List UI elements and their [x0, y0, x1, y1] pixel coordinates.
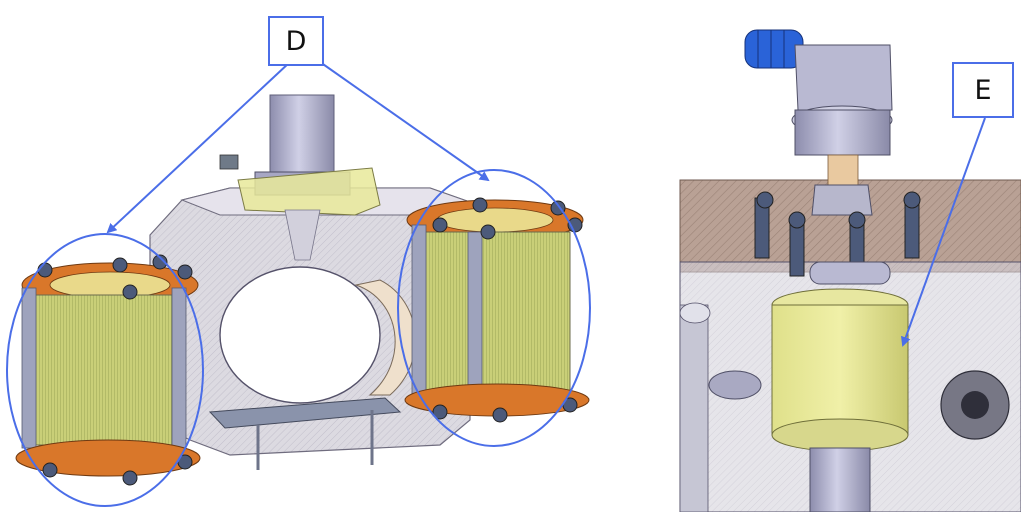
left-assembly — [6, 61, 591, 507]
arrow-e — [901, 117, 986, 347]
left-side-tube-end — [679, 302, 711, 324]
top-rod — [269, 94, 335, 176]
arrow-d-right — [319, 61, 490, 182]
right-coil-mid-shade — [467, 231, 483, 398]
plate-bolts — [754, 191, 921, 277]
left-coil-highlight-ellipse — [6, 233, 204, 507]
dark-fitting-center — [961, 391, 989, 419]
right-coil-top-face — [436, 207, 554, 233]
bore-inner-shade — [354, 279, 416, 396]
left-coil-winding — [34, 294, 181, 446]
right-coil-bolts — [432, 197, 583, 423]
right-coil-side-shade — [411, 224, 427, 406]
right-coil-winding — [424, 231, 571, 398]
right-coil-highlight-ellipse — [397, 169, 591, 447]
yellow-cylinder-body — [771, 304, 909, 436]
side-bolt — [219, 154, 239, 170]
right-hex-nut — [811, 184, 873, 216]
plunger-cone — [284, 209, 321, 261]
left-coil-side-shade — [21, 287, 37, 449]
left-coil-unit — [15, 254, 201, 486]
lower-rod — [809, 447, 871, 512]
clevis-block — [794, 44, 893, 111]
clevis-body — [794, 109, 891, 156]
left-coil-side-shade-2 — [171, 287, 187, 449]
left-coil-bottom-flange — [15, 439, 201, 477]
left-coil-bolts — [37, 254, 193, 486]
right-assembly — [679, 29, 1021, 512]
left-side-tube — [679, 304, 709, 512]
tan-stem — [827, 154, 859, 186]
central-bore — [219, 266, 381, 404]
cross-pin — [809, 261, 891, 285]
yellow-bracket — [237, 167, 381, 216]
arrow-d-left — [106, 61, 291, 234]
callout-d-label: D — [268, 16, 324, 66]
left-fitting — [708, 370, 762, 400]
right-coil-unit — [404, 197, 590, 423]
yellow-cylinder-bottom — [771, 418, 909, 452]
left-coil-top-face — [49, 271, 171, 299]
callout-e-label: E — [952, 62, 1014, 118]
bottom-rail — [208, 397, 402, 429]
